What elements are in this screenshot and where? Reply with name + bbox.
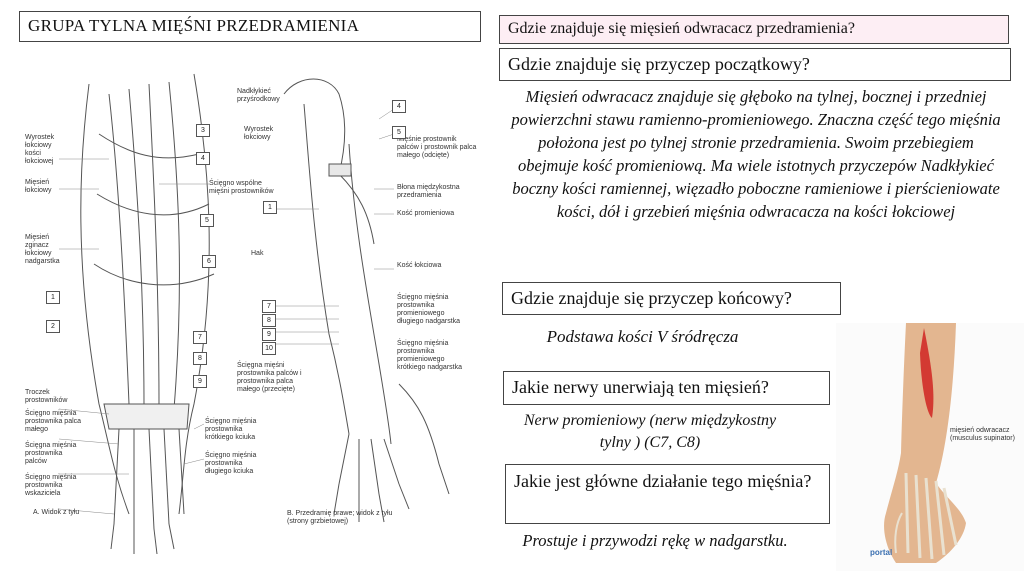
label-miesien-lokciowy: Mięsień łokciowy [25, 179, 52, 194]
num-a-5: 5 [200, 214, 214, 227]
label-prostownik-krotki: Ścięgno mięśnia prostownika promienioweg… [397, 340, 462, 371]
label-kosc-lokciowa: Kość łokciowa [397, 262, 442, 269]
question-origin: Gdzie znajduje się przyczep początkowy? [499, 48, 1011, 81]
label-hak: Hak [251, 250, 264, 257]
label-wyrostek: Wyrostek łokciowy [244, 126, 274, 141]
question-location: Gdzie znajduje się mięsień odwracacz prz… [499, 15, 1009, 44]
num-a-8: 8 [193, 352, 207, 365]
label-prostownik-krotki-kciuka: Ścięgno mięśnia prostownika krótkiego kc… [205, 418, 257, 441]
num-b-5: 5 [392, 126, 406, 139]
num-b-10: 10 [262, 342, 276, 355]
num-a-6: 6 [202, 255, 216, 268]
question-insertion: Gdzie znajduje się przyczep końcowy? [502, 282, 841, 315]
label-kosc-promieniowa: Kość promieniowa [397, 210, 455, 217]
label-sciegno-wspolne: Ścięgno wspólne mięśni prostowników [209, 180, 274, 195]
num-b-1: 1 [263, 201, 277, 214]
num-a-1: 1 [46, 291, 60, 304]
question-action: Jakie jest główne działanie tego mięśnia… [505, 464, 830, 524]
label-prostownik-dlugi: Ścięgno mięśnia prostownika promienioweg… [397, 294, 461, 325]
label-sciegna-przeciete: Ścięgna mięśni prostownika palców i pros… [237, 362, 302, 393]
num-b-9: 9 [262, 328, 276, 341]
num-b-7: 7 [262, 300, 276, 313]
question-innervation: Jakie nerwy unerwiają ten mięsień? [503, 371, 830, 405]
forearm-drawing [58, 73, 450, 555]
caption-figure-b: B. Przedramię prawe; widok z tyłu (stron… [287, 510, 393, 525]
label-prostownik-palcow: Ścięgna mięśnia prostownika palców [25, 442, 77, 465]
label-prostownik-dlugi-kciuka: Ścięgno mięśnia prostownika długiego kci… [205, 452, 257, 475]
label-wyrostek-lokciowy: Wyrostek łokciowy kości łokciowej [25, 134, 55, 165]
label-nadklykiec: Nadkłykieć przyśrodkowy [237, 88, 280, 103]
arm-illustration [884, 323, 966, 563]
num-b-8: 8 [262, 314, 276, 327]
caption-figure-a: A. Widok z tyłu [33, 509, 80, 516]
portal-logo: portal [870, 548, 893, 557]
answer-action: Prostuje i przywodzi rękę w nadgarstku. [522, 531, 788, 550]
label-blona: Błona międzykostna przedramienia [397, 184, 460, 199]
num-a-3: 3 [196, 124, 210, 137]
slide-title: GRUPA TYLNA MIĘŚNI PRZEDRAMIENIA [19, 11, 481, 42]
num-a-7: 7 [193, 331, 207, 344]
num-a-2: 2 [46, 320, 60, 333]
answer-origin: Mięsień odwracacz znajduje się głęboko n… [511, 87, 1001, 221]
label-prostownik-wskaziciela: Ścięgno mięśnia prostownika wskaziciela [25, 474, 77, 497]
supinator-photo: mięsień odwracacz (musculus supinator) p… [836, 323, 1024, 571]
num-b-4: 4 [392, 100, 406, 113]
label-miesnie-odciete: Mięśnie prostownik palców i prostownik p… [397, 136, 477, 159]
label-prostownik-palca-malego: Ścięgno mięśnia prostownika palca małego [25, 410, 82, 433]
anatomy-figure: Wyrostek łokciowy kości łokciowej Mięsie… [19, 44, 491, 564]
num-a-4: 4 [196, 152, 210, 165]
num-a-9: 9 [193, 375, 207, 388]
label-troczek: Troczek prostowników [25, 389, 68, 404]
photo-label: mięsień odwracacz (musculus supinator) [950, 427, 1015, 442]
label-zginacz-lokciowy: Mięsień zginacz łokciowy nadgarstka [25, 234, 60, 265]
answer-insertion: Podstawa kości V śródręcza [546, 327, 739, 346]
answer-innervation: Nerw promieniowy (nerw międzykostny tyln… [523, 412, 777, 451]
